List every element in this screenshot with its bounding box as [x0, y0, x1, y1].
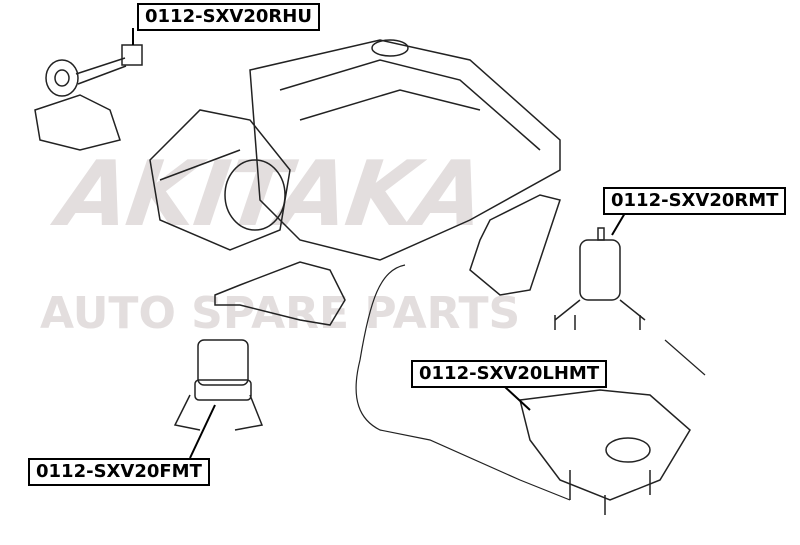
part-label-rhu: 0112-SXV20RHU — [137, 3, 320, 31]
rmt-bracket — [469, 194, 561, 296]
fmt-mount — [173, 339, 264, 431]
part-label-fmt: 0112-SXV20FMT — [28, 458, 210, 486]
bracket — [214, 261, 346, 326]
part-label-lhmt: 0112-SXV20LHMT — [411, 360, 608, 388]
lhmt-mount — [519, 389, 691, 515]
alternator — [149, 109, 291, 251]
leader-lines — [132, 28, 626, 459]
wire — [355, 264, 571, 501]
watermark-subtitle: AUTO SPARE PARTS — [40, 288, 521, 339]
engine-block — [249, 39, 561, 261]
part-label-rmt: 0112-SXV20RMT — [603, 187, 787, 215]
rhu-torque-rod — [34, 44, 143, 151]
rmt-mount — [554, 227, 646, 330]
